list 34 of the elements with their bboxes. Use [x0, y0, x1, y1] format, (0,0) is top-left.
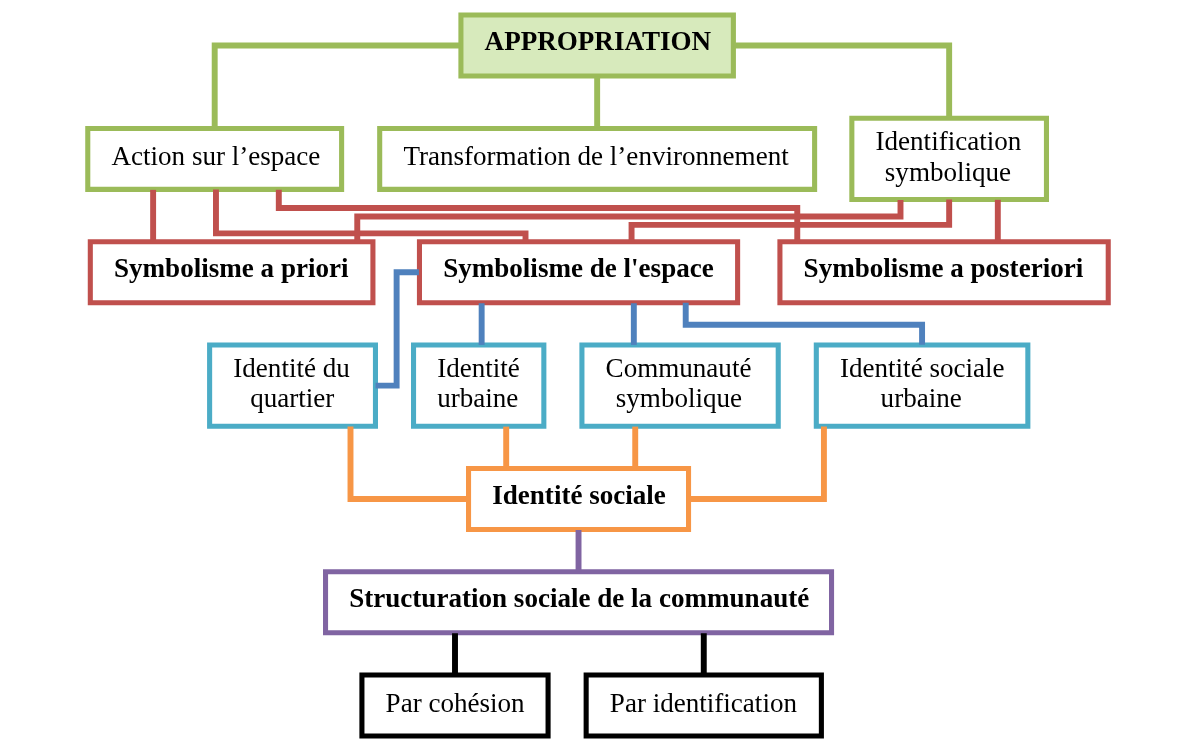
connector [211, 42, 461, 128]
connector [353, 200, 903, 242]
connector [375, 269, 419, 389]
connector [212, 189, 528, 242]
connector [451, 633, 458, 675]
node-box: Communauté symbolique [578, 342, 781, 429]
node-box: Symbolisme a priori [87, 239, 375, 306]
connector [347, 426, 468, 502]
node-box: Par cohésion [358, 672, 551, 739]
node-box: Symbolisme de l'espace [416, 239, 740, 306]
connector [688, 426, 827, 502]
connector [593, 76, 600, 128]
node-box: Identité sociale urbaine [813, 342, 1030, 429]
connector [575, 530, 581, 572]
connector [478, 303, 485, 345]
connector [502, 426, 509, 469]
node-box: Identité urbaine [410, 342, 546, 429]
connector [682, 302, 925, 345]
connector [994, 199, 1001, 242]
connector [275, 189, 800, 242]
node-box: Symbolisme a posteriori [776, 239, 1111, 306]
connector [630, 303, 637, 345]
node-box: Action sur l’espace [84, 125, 344, 192]
node-box: Transformation de l’environnement [376, 125, 817, 192]
node-box: APPROPRIATION [457, 12, 736, 79]
node-box: Identité du quartier [206, 342, 378, 429]
connector [631, 426, 638, 469]
connector [700, 633, 707, 675]
node-box: Par identification [583, 672, 824, 739]
connector [733, 42, 952, 118]
node-box: Identité sociale [465, 466, 691, 533]
node-box: Identification symbolique [848, 115, 1049, 203]
connector [149, 189, 156, 242]
node-box: Structuration sociale de la communauté [322, 569, 834, 636]
